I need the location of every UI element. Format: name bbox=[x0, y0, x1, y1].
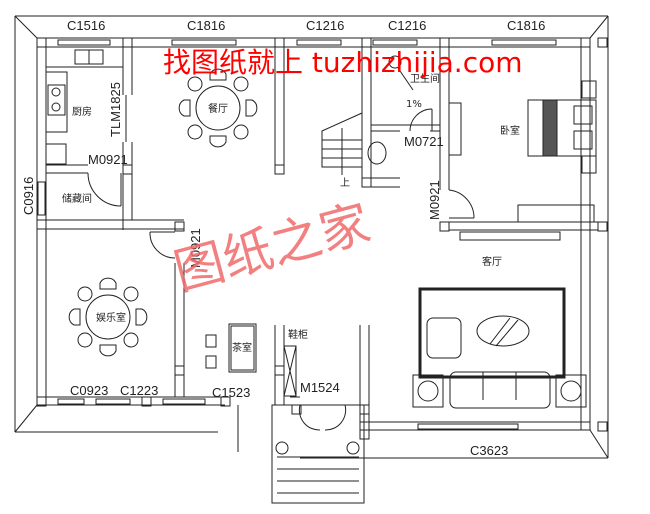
roof-outline bbox=[14, 15, 609, 459]
door-label: M0921 bbox=[188, 228, 203, 268]
door-label: M0921 bbox=[427, 180, 442, 220]
room-tea: 茶室 bbox=[232, 341, 252, 354]
room-dining: 餐厅 bbox=[208, 102, 228, 115]
room-storage: 储藏间 bbox=[62, 192, 92, 205]
window-label: C0916 bbox=[21, 177, 36, 215]
doors bbox=[87, 95, 475, 452]
watermark-center: 图纸之家 bbox=[168, 194, 376, 302]
window-label: C1816 bbox=[187, 18, 225, 33]
room-bathroom: 卫生间 bbox=[410, 72, 440, 85]
slope-annotation: 1% bbox=[406, 99, 422, 110]
window-label: C1223 bbox=[120, 383, 158, 398]
bed bbox=[527, 80, 597, 174]
room-shoe-cabinet: 鞋柜 bbox=[288, 328, 308, 341]
door-label: M0721 bbox=[404, 134, 444, 149]
room-living: 客厅 bbox=[482, 255, 502, 268]
kitchen-fixtures bbox=[45, 49, 123, 165]
living-tv-stand bbox=[459, 231, 561, 241]
window-label: C1516 bbox=[67, 18, 105, 33]
window-left bbox=[37, 181, 46, 216]
door-label: M1524 bbox=[300, 380, 340, 395]
window-label: C0923 bbox=[70, 383, 108, 398]
windows-bottom bbox=[57, 398, 519, 430]
window-label: C3623 bbox=[470, 443, 508, 458]
bedroom-wardrobe bbox=[448, 102, 462, 156]
dining-table bbox=[178, 68, 258, 148]
room-bedroom: 卧室 bbox=[500, 124, 520, 137]
window-label: C1523 bbox=[212, 385, 250, 400]
tea-room-furniture bbox=[205, 323, 257, 373]
window-label: C1816 bbox=[507, 18, 545, 33]
room-entertainment: 娱乐室 bbox=[96, 311, 126, 324]
door-label: M0921 bbox=[88, 152, 128, 167]
entrance-steps bbox=[271, 404, 365, 504]
sofa-set bbox=[412, 287, 587, 409]
stairs-up-label: 上 bbox=[340, 177, 350, 189]
interior-walls bbox=[46, 47, 598, 430]
window-label: C1216 bbox=[388, 18, 426, 33]
entertainment-table bbox=[68, 277, 148, 357]
windows-top bbox=[57, 39, 557, 46]
stairs bbox=[321, 112, 363, 175]
tv-cabinet bbox=[517, 204, 595, 223]
window-label: C1216 bbox=[306, 18, 344, 33]
bathroom-fixtures bbox=[367, 55, 414, 165]
door-label: TLM1825 bbox=[108, 82, 123, 137]
shoe-cabinet bbox=[283, 345, 297, 397]
room-kitchen: 厨房 bbox=[72, 105, 92, 118]
watermark-top: 找图纸就上 tuzhizhijia.com bbox=[163, 46, 523, 79]
